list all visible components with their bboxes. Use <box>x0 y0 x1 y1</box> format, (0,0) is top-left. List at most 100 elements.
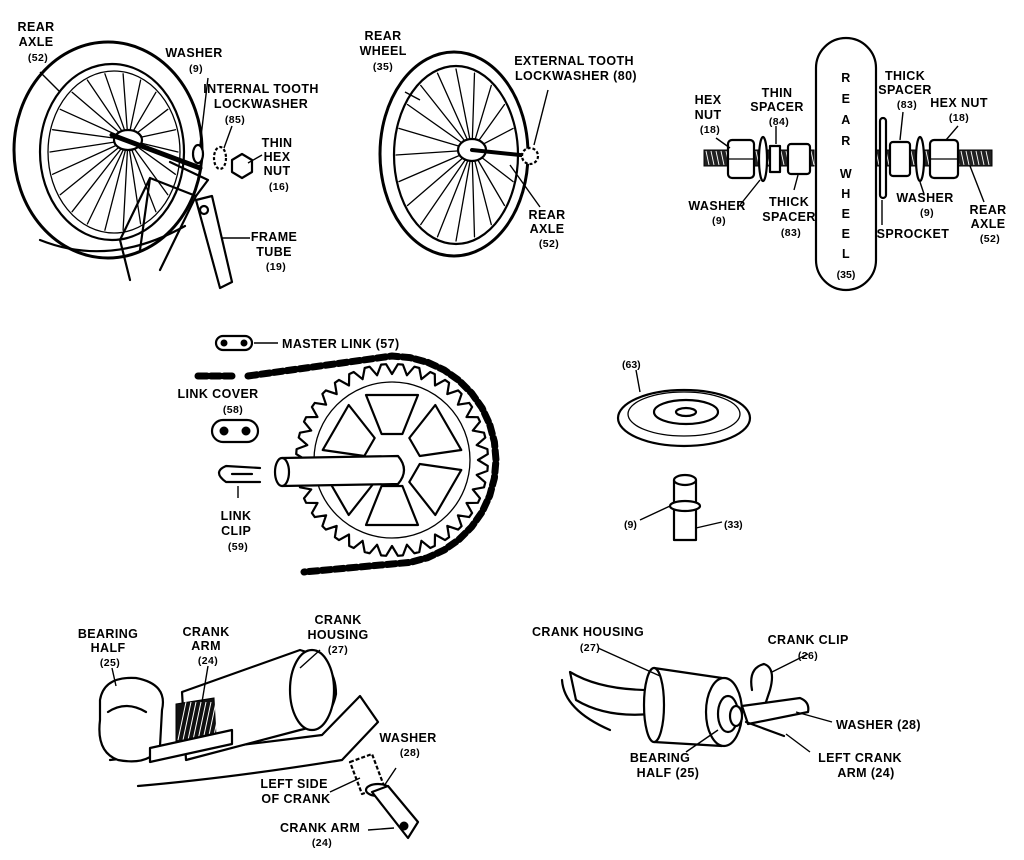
crank-arm-part <box>274 454 406 488</box>
leader-thick-spacer-right <box>899 111 904 141</box>
label-washer-left-p3: WASHER (9) <box>688 199 749 227</box>
rear-wheel-panel: REAR WHEEL (35) EXTERNAL TOOTH LOCKWASHE… <box>360 29 637 258</box>
crank-clip-part <box>750 662 774 704</box>
leader-washer-left-crank <box>383 767 397 787</box>
rear-rim <box>47 70 181 234</box>
thin-spacer-part <box>768 144 782 174</box>
spoke <box>471 149 492 226</box>
hatch-line <box>177 701 187 741</box>
wheel-letter: R <box>841 134 850 148</box>
thread-line <box>780 150 785 166</box>
crank-right-panel: CRANK HOUSING (27) CRANK CLIP (26) WASHE… <box>532 625 921 780</box>
thread-line <box>720 150 725 166</box>
cap-panel: (63) (9) (33) <box>616 359 752 542</box>
sprocket-cutout <box>408 403 463 458</box>
label-thin-spacer: THIN SPACER (84) <box>750 86 807 128</box>
rear-axle-shaft <box>109 132 203 171</box>
leader-crank-arm-bottom <box>367 827 395 831</box>
crank-arm-hatching <box>177 701 222 741</box>
thread-line <box>925 150 930 166</box>
right-housing-left-end <box>642 666 666 744</box>
leader-external-lockwasher <box>533 89 549 146</box>
frame-tube-hole <box>198 204 210 216</box>
hatch-line <box>187 701 197 741</box>
leader-cap <box>635 369 641 393</box>
leader-crank-clip <box>771 653 809 673</box>
cap-washer-part <box>668 499 702 513</box>
thread-line <box>980 150 985 166</box>
wheel-letter: W <box>840 167 852 181</box>
spoke <box>420 149 473 226</box>
thin-hex-nut-part <box>230 152 254 180</box>
leader-left-crank-arm-right <box>785 733 811 753</box>
leader-wheel-axle <box>509 164 541 208</box>
master-link-part <box>214 334 254 352</box>
label-master-link: MASTER LINK (57) <box>282 337 400 351</box>
crank-arm-lower-part <box>370 784 420 840</box>
right-frame-tube-curve <box>560 678 612 732</box>
thread-line <box>910 150 915 166</box>
leader-bearing-half-right <box>685 729 719 753</box>
sprocket-part <box>878 116 888 200</box>
spoke <box>436 149 473 238</box>
crank-left-panel: BEARING HALF (25) CRANK ARM (24) CRANK H… <box>78 613 440 849</box>
leader-hex-nut-left <box>715 137 731 149</box>
spoke <box>59 139 129 196</box>
label-cap-washer: (9) <box>624 519 637 531</box>
label-frame-tube: FRAME TUBE (19) <box>251 230 301 273</box>
spoke <box>471 149 476 238</box>
wheel-letter: A <box>841 113 850 127</box>
spoke <box>86 79 129 141</box>
leader-rear-axle <box>39 71 61 93</box>
link-cover-part <box>210 418 260 444</box>
thread-line <box>960 150 965 166</box>
bearing-half-groove <box>106 704 148 714</box>
spoke <box>420 84 473 151</box>
label-bearing-half-right: BEARING HALF (25) <box>630 751 699 780</box>
axle-stack-panel: HEX NUT (18) THIN SPACER (84) REARWHEEL(… <box>688 36 1006 292</box>
external-lockwasher-part <box>520 146 540 166</box>
label-rear-wheel-p2: REAR WHEEL (35) <box>360 29 411 73</box>
spoke <box>127 139 157 213</box>
spoke <box>406 149 473 207</box>
spoke <box>455 68 473 151</box>
roller-chain <box>244 352 500 576</box>
leader-crank-housing-right <box>597 647 661 677</box>
spoke <box>104 139 129 231</box>
cap-inner-rim <box>627 391 741 437</box>
label-link-cover: LINK COVER (58) <box>178 387 263 416</box>
leader-hex-nut <box>247 154 263 164</box>
wheel-spokes <box>395 68 517 242</box>
thread-line <box>975 150 980 166</box>
label-crank-housing-right: CRANK HOUSING (27) <box>532 625 648 654</box>
label-hex-nut-left: HEX NUT (18) <box>695 93 726 136</box>
thick-spacer-right-part <box>888 140 912 178</box>
label-cap: (63) <box>622 359 641 371</box>
washer-right-part <box>914 135 926 183</box>
wheel-letter: E <box>842 92 851 106</box>
leader-cap-post <box>695 521 723 529</box>
leader-washer-right <box>919 181 925 195</box>
label-thin-hex-nut: THIN HEX NUT (16) <box>262 136 297 193</box>
cap-center-hole <box>674 406 698 418</box>
rear-axle-assembly-panel: REAR AXLE (52) WASHER (9) INTERNAL TOOTH… <box>12 20 322 290</box>
rear-tire-inner <box>38 62 186 242</box>
label-cap-post: (33) <box>724 519 743 531</box>
label-thick-spacer-left: THICK SPACER (83) <box>762 195 819 239</box>
sprocket-cutout <box>321 403 376 458</box>
thread-line <box>810 150 815 166</box>
rear-wheel-profile <box>814 36 878 292</box>
label-washer-crank-left: WASHER (28) <box>379 731 440 759</box>
label-washer-right-p3: WASHER (9) <box>896 191 957 219</box>
label-crank-arm-left: CRANK ARM (24) <box>182 625 233 667</box>
leader-bearing-half <box>111 667 117 687</box>
hatch-line <box>182 701 192 741</box>
right-washer-part <box>728 704 744 728</box>
cap-post-top <box>672 473 698 487</box>
label-internal-lockwasher: INTERNAL TOOTH LOCKWASHER (85) <box>203 82 322 126</box>
wheel-axle-shaft <box>470 148 532 158</box>
label-washer-p1: WASHER (9) <box>165 46 226 75</box>
